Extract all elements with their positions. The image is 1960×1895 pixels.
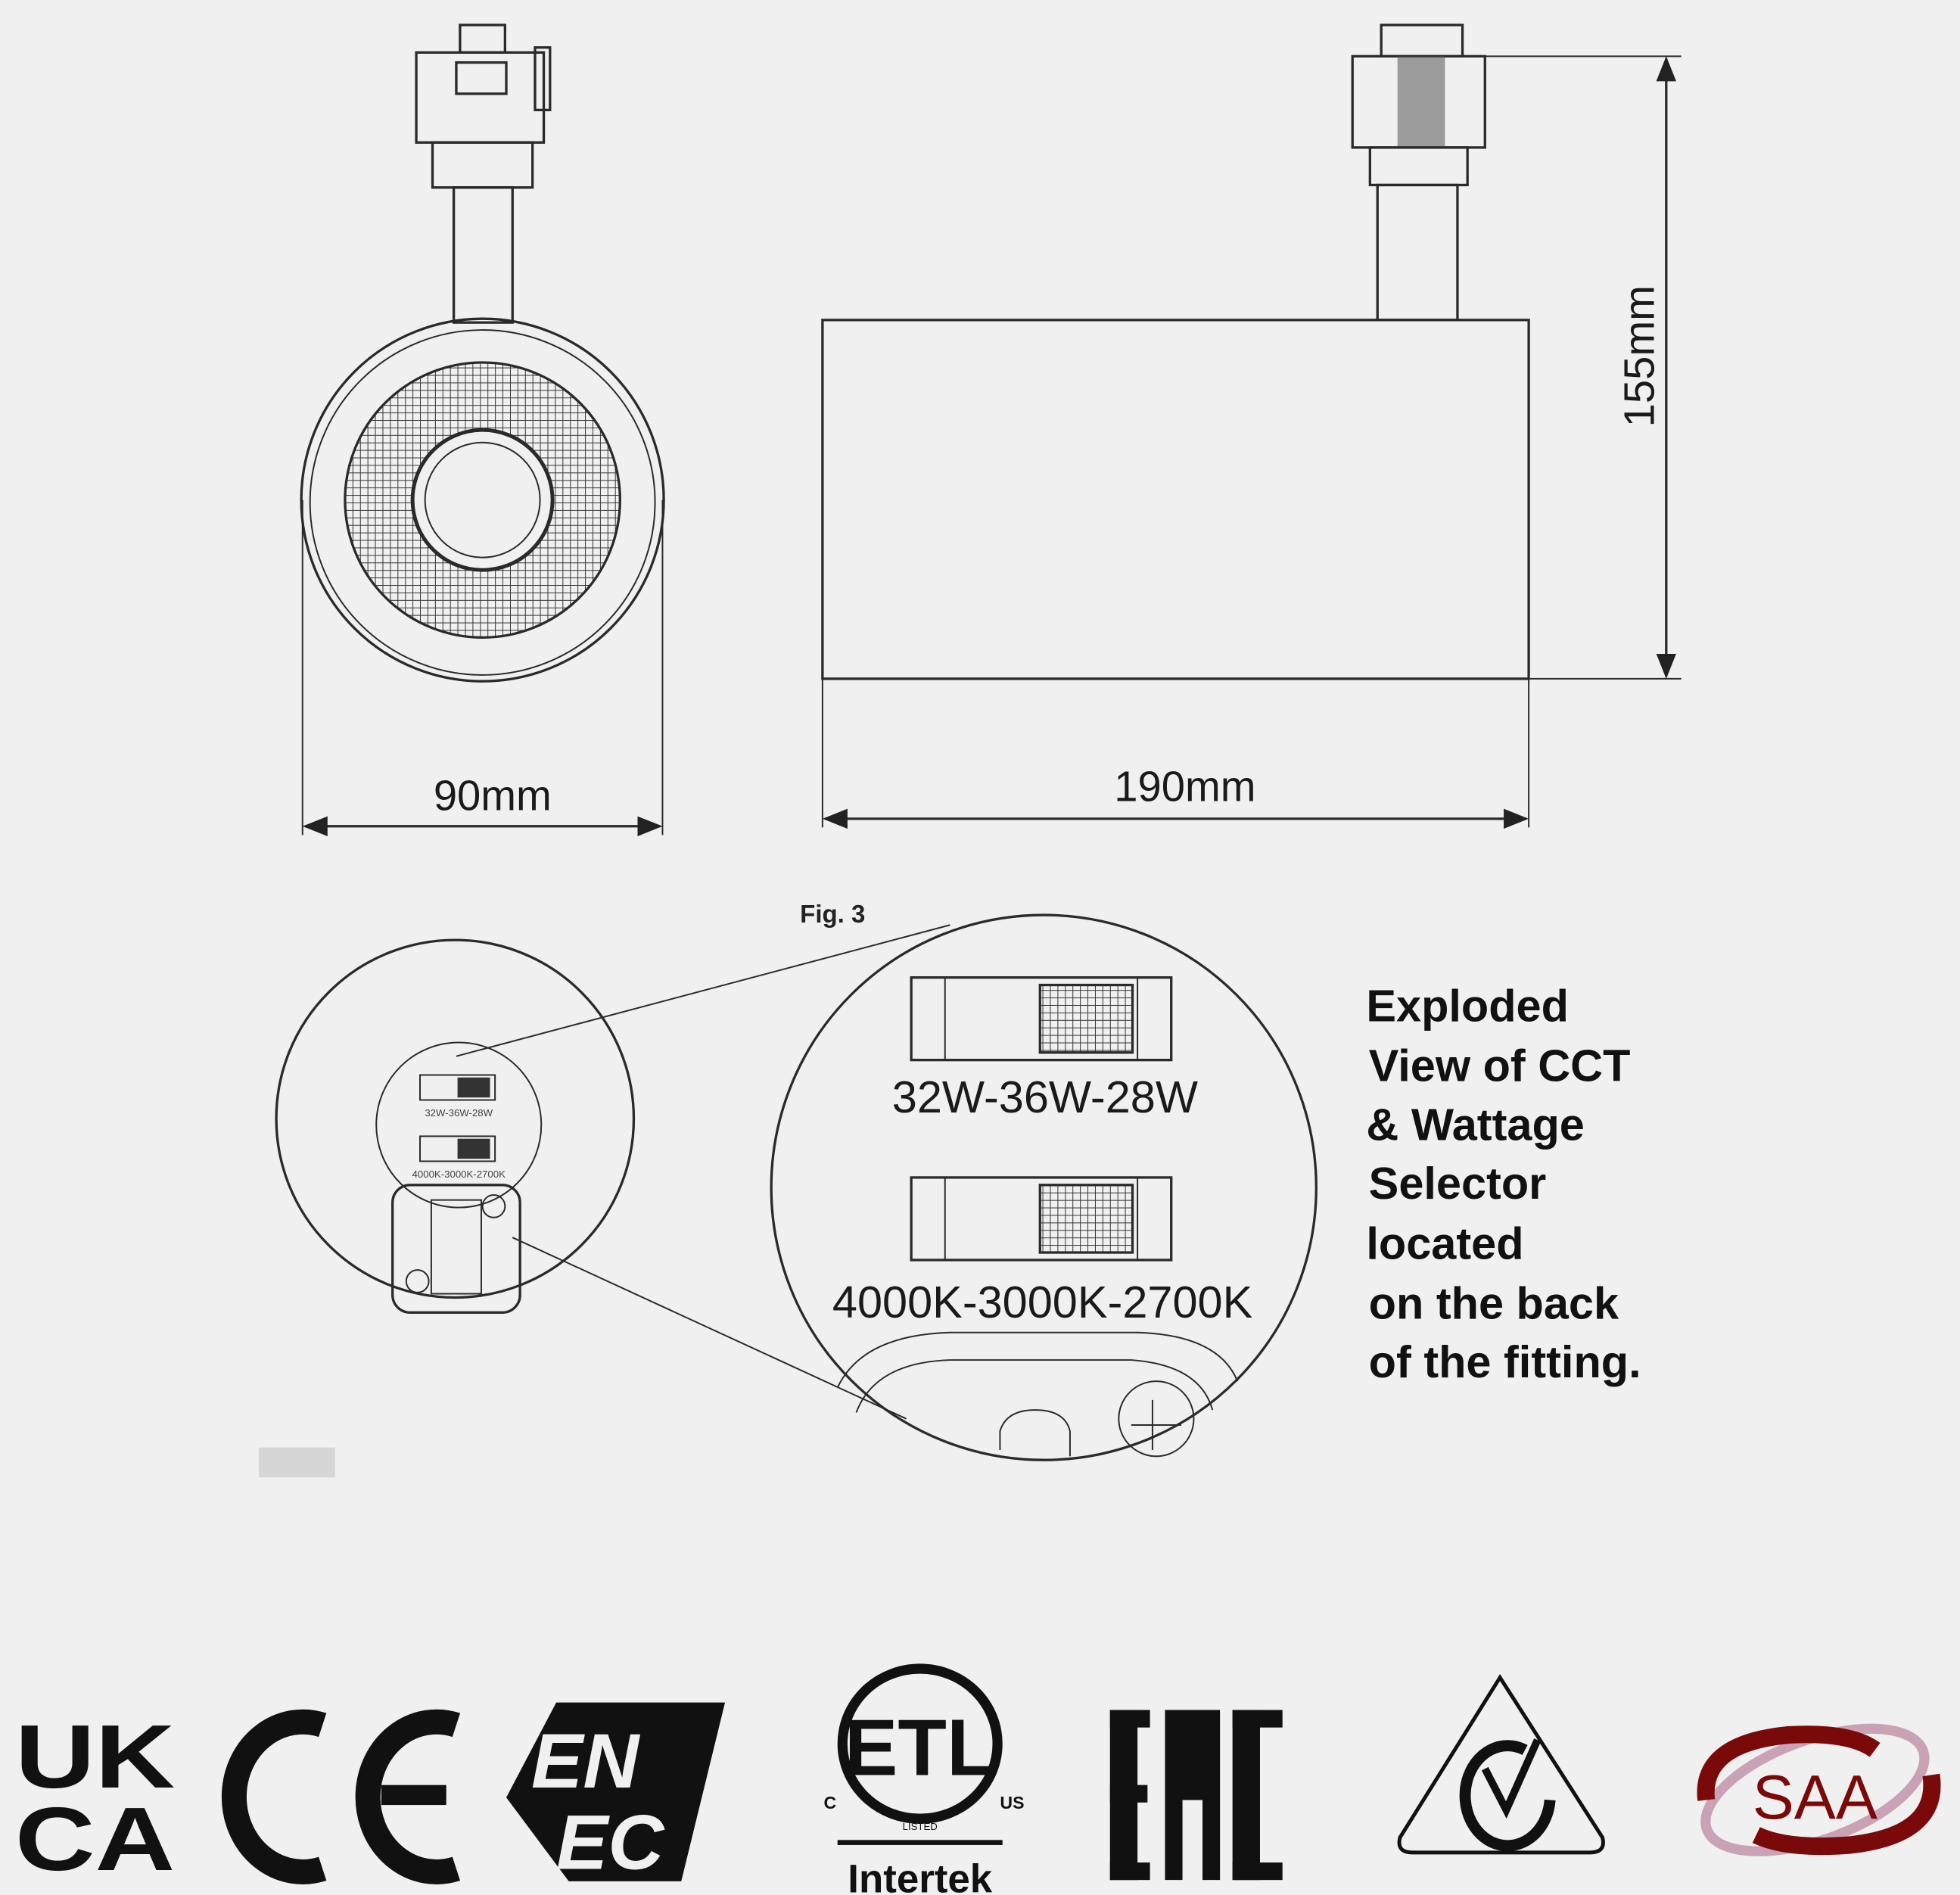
wattage-switch-small-label: 32W-36W-28W (425, 1107, 493, 1119)
svg-text:SAA: SAA (1753, 1763, 1878, 1832)
fig3-exploded-view: Fig. 3 32W-36W-28W 4000K-3000K-2700K 32W… (258, 900, 1318, 1478)
enec-logo: EN EC (506, 1702, 726, 1885)
note-line: & Wattage (1366, 1099, 1584, 1150)
note-line: of the fitting. (1369, 1336, 1641, 1387)
svg-text:ETL: ETL (845, 1703, 996, 1792)
saa-logo: SAA (1697, 1723, 1941, 1856)
note-line: located (1366, 1218, 1523, 1268)
cct-switch-label: 4000K-3000K-2700K (832, 1277, 1252, 1327)
svg-text:EN: EN (531, 1717, 640, 1804)
rcm-logo (1397, 1673, 1605, 1855)
eac-logo (1109, 1710, 1283, 1881)
front-view: 90mm (300, 23, 665, 836)
figure-label: Fig. 3 (800, 900, 865, 928)
length-dimension: 190mm (1114, 763, 1255, 811)
side-view: 155mm 190mm (821, 23, 1682, 829)
svg-text:US: US (1000, 1793, 1024, 1813)
svg-text:LISTED: LISTED (903, 1821, 938, 1832)
wattage-switch-label: 32W-36W-28W (892, 1072, 1198, 1122)
height-dimension: 155mm (1615, 285, 1663, 427)
width-dimension: 90mm (434, 771, 552, 819)
etl-intertek-logo: ETL C US LISTED Intertek (824, 1663, 1025, 1895)
svg-text:UK: UK (15, 1707, 175, 1807)
selector-note: Exploded View of CCT & Wattage Selector … (1366, 980, 1641, 1387)
cct-switch-small-label: 4000K-3000K-2700K (412, 1168, 506, 1180)
note-line: on the back (1369, 1278, 1619, 1329)
note-line: Selector (1369, 1158, 1547, 1209)
intertek-text: Intertek (848, 1857, 992, 1895)
note-line: Exploded (1366, 980, 1569, 1031)
svg-text:C: C (824, 1793, 837, 1813)
redacted-placeholder (258, 1447, 335, 1478)
ce-logo (221, 1709, 461, 1884)
ukca-logo: UK CA (15, 1707, 175, 1890)
svg-text:EC: EC (556, 1798, 665, 1885)
note-line: View of CCT (1369, 1041, 1631, 1091)
certification-logos: UK CA EN EC ETL C US LISTED Intertek (15, 1663, 1941, 1895)
svg-text:CA: CA (15, 1789, 175, 1890)
